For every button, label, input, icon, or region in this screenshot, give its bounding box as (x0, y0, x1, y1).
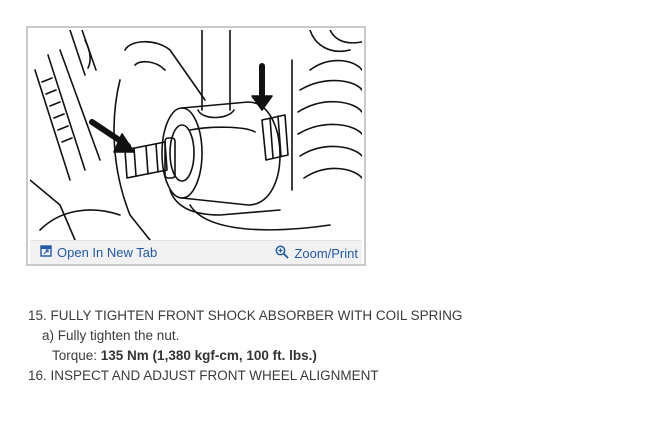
zoom-in-icon (275, 245, 294, 262)
shock-absorber-illustration[interactable] (30, 30, 362, 241)
figure-toolbar: Open In New Tab Zoom/Print (30, 241, 362, 264)
zoom-print-label: Zoom/Print (294, 246, 358, 261)
step-15a-text: a) Fully tighten the nut. (42, 328, 180, 343)
procedure-steps: 15. FULLY TIGHTEN FRONT SHOCK ABSORBER W… (28, 306, 462, 386)
torque-label: Torque: (52, 348, 101, 363)
open-in-new-tab-icon (40, 245, 57, 260)
open-in-new-tab-label: Open In New Tab (57, 245, 158, 260)
torque-value: 135 Nm (1,380 kgf-cm, 100 ft. lbs.) (100, 348, 317, 363)
step-16-title: 16. INSPECT AND ADJUST FRONT WHEEL ALIGN… (28, 368, 379, 383)
step-15-title: 15. FULLY TIGHTEN FRONT SHOCK ABSORBER W… (28, 308, 463, 323)
open-in-new-tab-link[interactable]: Open In New Tab (40, 245, 157, 260)
torque-spec: Torque: 135 Nm (1,380 kgf-cm, 100 ft. lb… (28, 346, 462, 366)
figure-frame: Open In New Tab Zoom/Print (26, 26, 366, 266)
zoom-print-link[interactable]: Zoom/Print (275, 245, 358, 262)
